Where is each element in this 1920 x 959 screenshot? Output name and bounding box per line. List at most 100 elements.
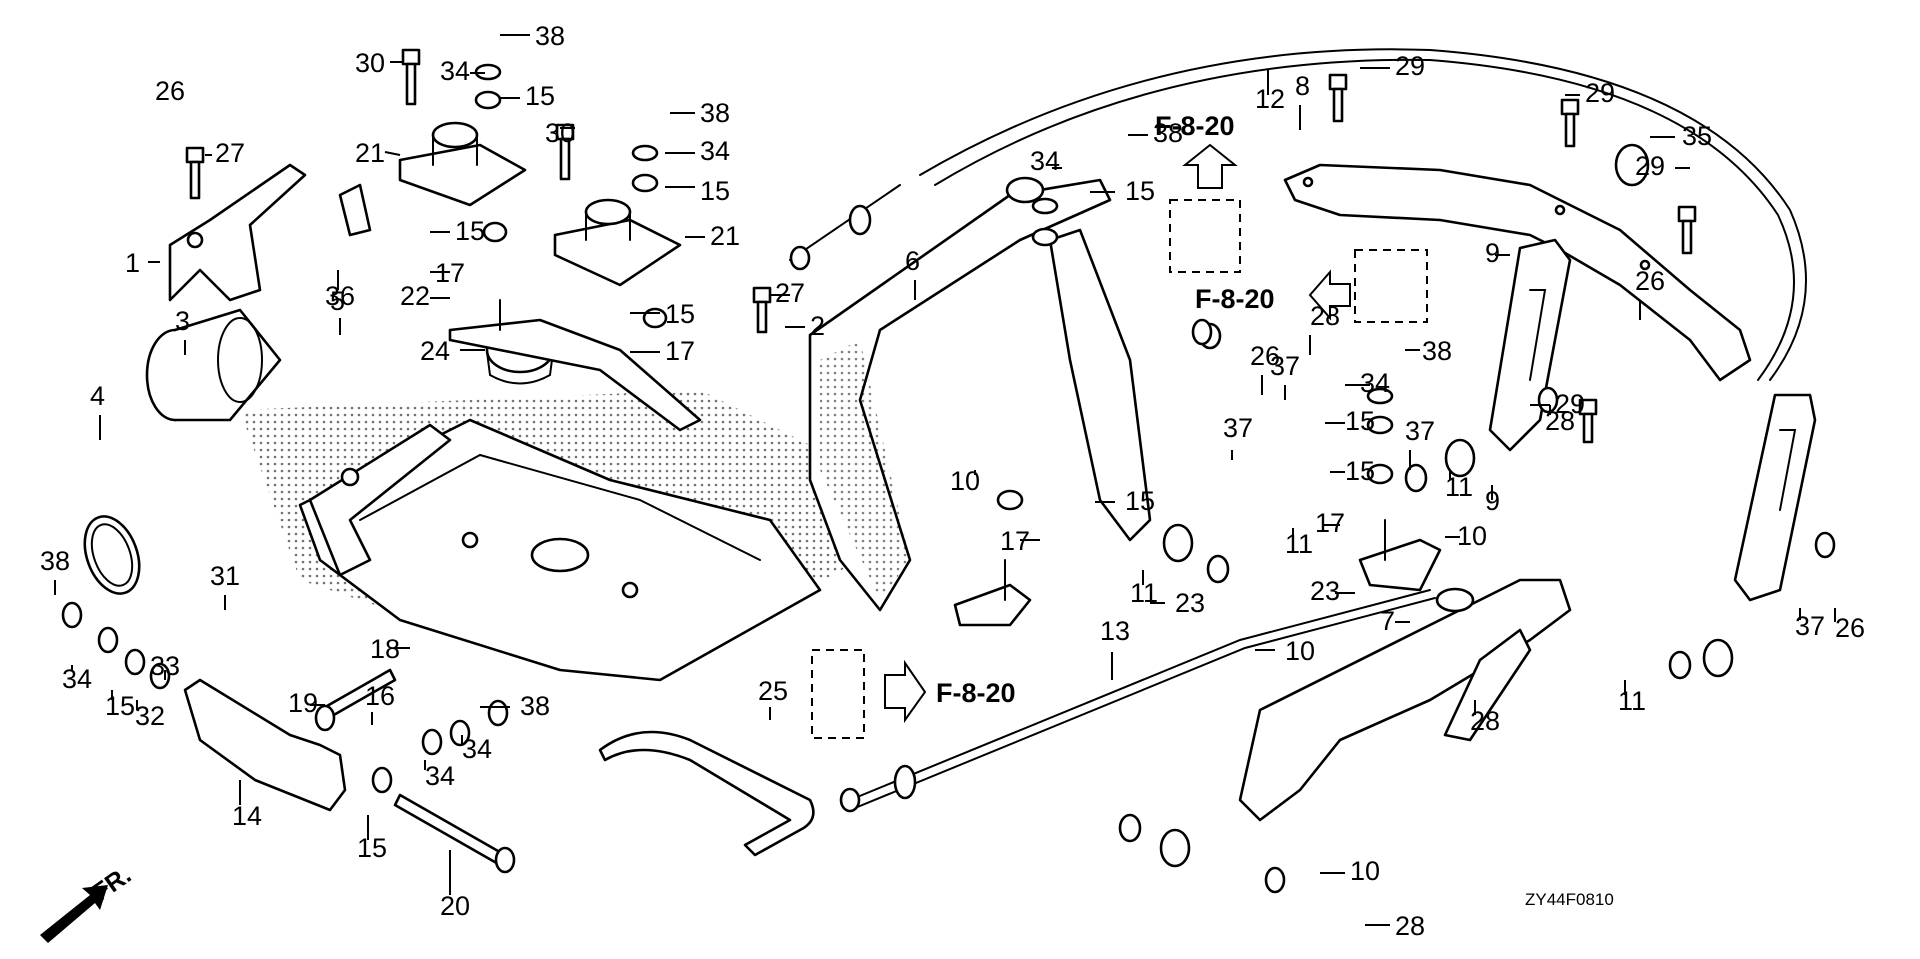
callout-17[interactable]: 17 xyxy=(435,258,465,288)
leg-9a[interactable] xyxy=(1488,238,1572,452)
callout-23[interactable]: 23 xyxy=(1310,576,1340,606)
callout-22[interactable]: 22 xyxy=(400,281,430,311)
callout-35[interactable]: 35 xyxy=(1682,121,1712,151)
callout-37[interactable]: 37 xyxy=(1270,351,1300,381)
callout-31[interactable]: 31 xyxy=(210,561,240,591)
callout-27[interactable]: 27 xyxy=(775,278,805,308)
callout-11[interactable]: 11 xyxy=(1445,472,1473,502)
callout-37[interactable]: 37 xyxy=(1223,413,1253,443)
callout-8[interactable]: 8 xyxy=(1295,71,1310,101)
callout-28[interactable]: 28 xyxy=(1395,911,1425,941)
cable-13[interactable] xyxy=(839,589,1436,813)
cable-12[interactable] xyxy=(789,48,1807,381)
callout-38[interactable]: 38 xyxy=(1422,336,1452,366)
hose-clamp[interactable] xyxy=(75,509,149,601)
callout-38[interactable]: 38 xyxy=(40,546,70,576)
callout-24[interactable]: 24 xyxy=(420,336,450,366)
clip-35[interactable] xyxy=(1614,143,1650,187)
holder-21b[interactable] xyxy=(553,198,682,287)
bracket-part[interactable] xyxy=(308,423,452,577)
callout-7[interactable]: 7 xyxy=(1380,606,1395,636)
callout-18[interactable]: 18 xyxy=(370,634,400,664)
arm-support[interactable] xyxy=(1048,228,1152,542)
callout-15[interactable]: 15 xyxy=(1125,486,1155,516)
callout-1[interactable]: 1 xyxy=(125,248,140,278)
callout-37[interactable]: 37 xyxy=(1795,611,1825,641)
callout-17[interactable]: 17 xyxy=(1315,508,1345,538)
holder-21a[interactable] xyxy=(398,121,527,207)
callout-13[interactable]: 13 xyxy=(1100,616,1130,646)
callout-34[interactable]: 34 xyxy=(1030,146,1060,176)
callout-15[interactable]: 15 xyxy=(105,691,135,721)
callout-33[interactable]: 33 xyxy=(150,651,180,681)
callout-15[interactable]: 15 xyxy=(1345,406,1375,436)
callout-23[interactable]: 23 xyxy=(1175,588,1205,618)
callout-25[interactable]: 25 xyxy=(758,676,788,706)
callout-17[interactable]: 17 xyxy=(665,336,695,366)
callout-11[interactable]: 11 xyxy=(1618,686,1646,716)
callout-26[interactable]: 26 xyxy=(1835,613,1865,643)
callout-15[interactable]: 15 xyxy=(1345,456,1375,486)
reference-top[interactable]: F-8-20 xyxy=(1155,111,1241,273)
callout-12[interactable]: 12 xyxy=(1255,84,1285,114)
bolt-19[interactable] xyxy=(314,668,397,732)
callout-34[interactable]: 34 xyxy=(440,56,470,86)
callout-19[interactable]: 19 xyxy=(288,688,318,718)
callout-26[interactable]: 26 xyxy=(1250,341,1280,371)
callout-20[interactable]: 20 xyxy=(440,891,470,921)
callout-15[interactable]: 15 xyxy=(1125,176,1155,206)
callout-38[interactable]: 38 xyxy=(1153,118,1183,148)
callout-38[interactable]: 38 xyxy=(700,98,730,128)
callout-27[interactable]: 27 xyxy=(215,138,245,168)
callout-10[interactable]: 10 xyxy=(1350,856,1380,886)
callout-17[interactable]: 17 xyxy=(1000,526,1030,556)
callout-29[interactable]: 29 xyxy=(1395,51,1425,81)
lever-23b[interactable] xyxy=(1358,519,1442,592)
callout-15[interactable]: 15 xyxy=(455,216,485,246)
callout-34[interactable]: 34 xyxy=(62,664,92,694)
reference-bottom[interactable]: F-8-20 xyxy=(811,649,1016,739)
callout-10[interactable]: 10 xyxy=(1285,636,1315,666)
callout-5[interactable]: 5 xyxy=(330,286,345,316)
callout-34[interactable]: 34 xyxy=(700,136,730,166)
callout-30[interactable]: 30 xyxy=(545,118,575,148)
handle-grip[interactable] xyxy=(183,678,347,812)
callout-29[interactable]: 29 xyxy=(1635,151,1665,181)
callout-6[interactable]: 6 xyxy=(905,246,920,276)
grip-housing[interactable] xyxy=(145,308,282,422)
rail-8[interactable] xyxy=(1283,163,1752,382)
callout-21[interactable]: 21 xyxy=(355,138,385,168)
leg-9b[interactable] xyxy=(1733,393,1817,602)
callout-10[interactable]: 10 xyxy=(1457,521,1487,551)
reference-label-middle[interactable]: F-8-20 xyxy=(1195,284,1275,314)
callout-9[interactable]: 9 xyxy=(1485,238,1500,268)
callout-26[interactable]: 26 xyxy=(155,76,185,106)
callout-2[interactable]: 2 xyxy=(810,311,825,341)
tube-25[interactable] xyxy=(598,730,815,857)
callout-14[interactable]: 14 xyxy=(232,801,262,831)
callout-28[interactable]: 28 xyxy=(1470,706,1500,736)
plate-22[interactable] xyxy=(448,299,702,432)
bracket-1[interactable] xyxy=(168,163,372,302)
callout-10[interactable]: 10 xyxy=(950,466,980,496)
callout-11[interactable]: 11 xyxy=(1285,529,1313,559)
reference-label-bottom[interactable]: F-8-20 xyxy=(936,678,1016,708)
callout-16[interactable]: 16 xyxy=(365,681,395,711)
callout-38[interactable]: 38 xyxy=(520,691,550,721)
arm-6[interactable] xyxy=(808,176,1112,612)
callout-26[interactable]: 26 xyxy=(1635,266,1665,296)
callout-29[interactable]: 29 xyxy=(1585,78,1615,108)
lever-23a[interactable] xyxy=(953,559,1032,627)
callout-34[interactable]: 34 xyxy=(425,761,455,791)
callout-11[interactable]: 11 xyxy=(1130,578,1158,608)
callout-28[interactable]: 28 xyxy=(1545,406,1575,436)
bar-7[interactable] xyxy=(1238,578,1572,822)
callout-15[interactable]: 15 xyxy=(525,81,555,111)
reference-middle[interactable]: F-8-20 xyxy=(1195,249,1428,323)
callout-38[interactable]: 38 xyxy=(535,21,565,51)
callout-37[interactable]: 37 xyxy=(1405,416,1435,446)
callout-15[interactable]: 15 xyxy=(665,299,695,329)
callout-9[interactable]: 9 xyxy=(1485,486,1500,516)
callout-3[interactable]: 3 xyxy=(175,306,190,336)
callout-21[interactable]: 21 xyxy=(710,221,740,251)
